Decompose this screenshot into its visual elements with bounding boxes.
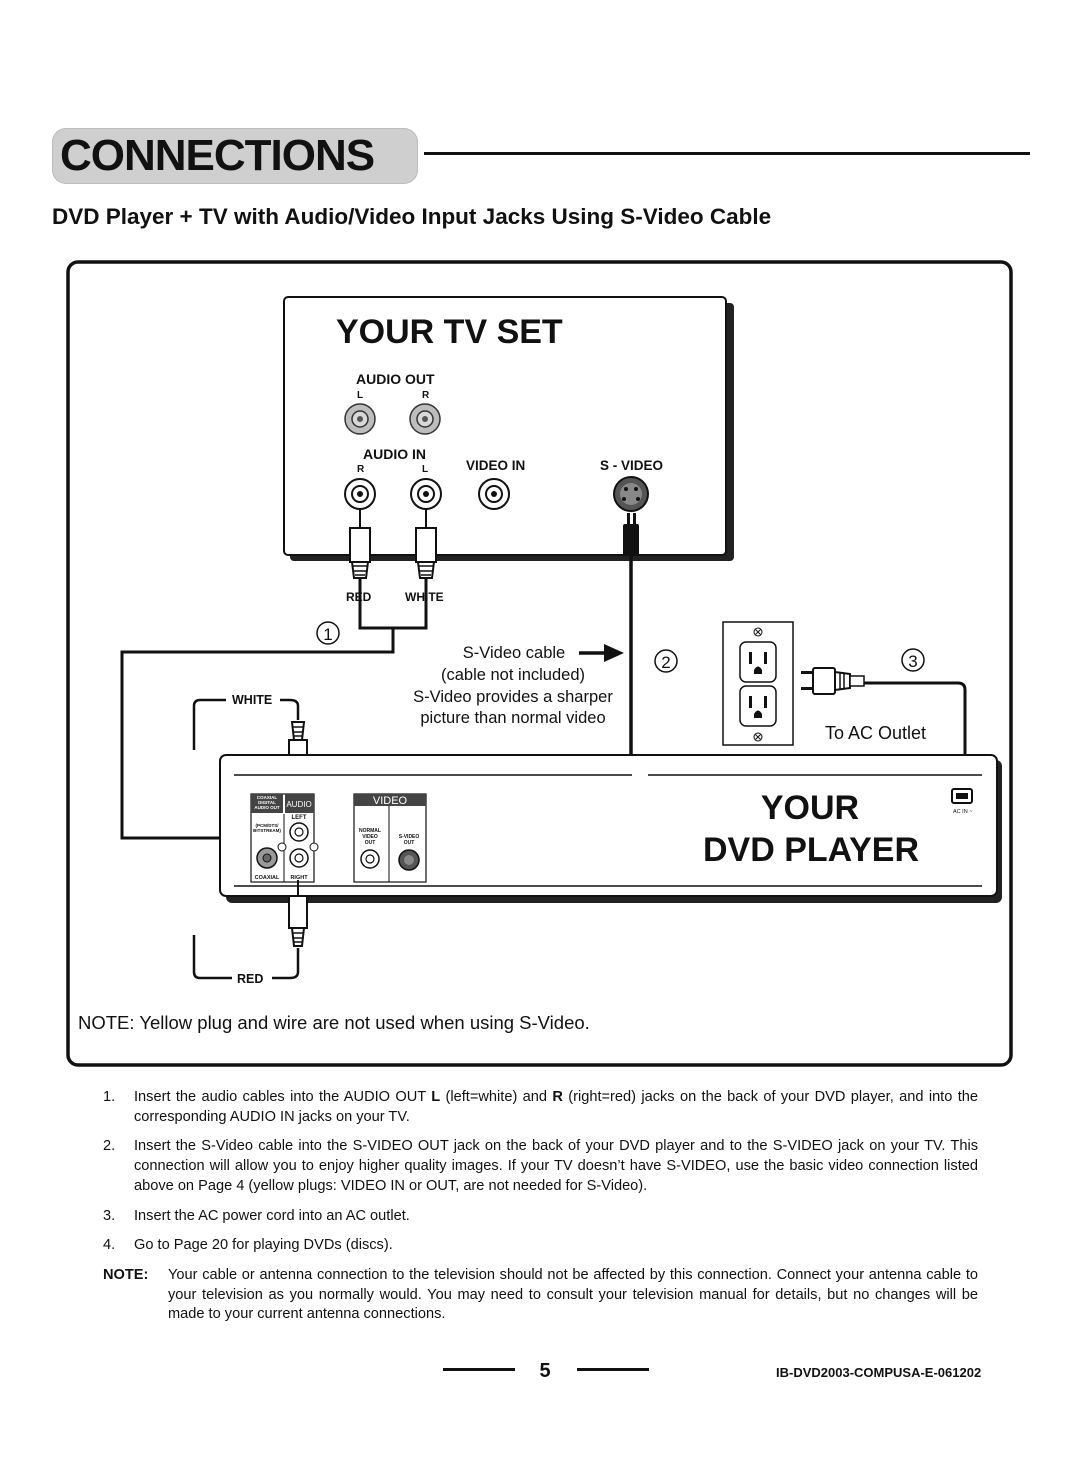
audio-in-l-label: L	[422, 464, 428, 475]
audio-out-r-label: R	[422, 390, 430, 401]
tv-audio-in-l-jack	[410, 478, 442, 510]
svg-text:S-Video cable: S-Video cable	[463, 644, 565, 662]
page-number: 5	[539, 1360, 551, 1382]
diagram-note: NOTE: Yellow plug and wire are not used …	[78, 1012, 590, 1033]
svg-text:2: 2	[661, 653, 670, 672]
dvd-video-panel: VIDEO NORMAL VIDEO OUT S-VIDEO OUT	[353, 793, 427, 883]
audio-in-label: AUDIO IN	[363, 446, 426, 462]
svg-text:RIGHT: RIGHT	[290, 875, 308, 881]
tv-s-video-jack	[613, 476, 649, 512]
list-item: 3. Insert the AC power cord into an AC o…	[103, 1207, 410, 1224]
svg-text:AUDIO: AUDIO	[286, 800, 311, 809]
svg-text:1: 1	[323, 625, 332, 644]
audio-cable	[120, 578, 428, 840]
white-cable-label: WHITE	[232, 693, 272, 707]
svg-text:LEFT: LEFT	[292, 815, 307, 821]
list-item: 4. Go to Page 20 for playing DVDs (discs…	[103, 1237, 393, 1254]
s-video-plug-tv	[623, 513, 639, 556]
svg-text:AUDIO OUT: AUDIO OUT	[254, 805, 280, 810]
list-item: 1. Insert the audio cables into the AUDI…	[103, 1089, 978, 1125]
tv-audio-out-r-jack	[409, 403, 441, 435]
power-plug-icon	[801, 667, 865, 695]
svg-text:S-Video provides a sharper: S-Video provides a sharper	[413, 688, 613, 706]
svg-text:3: 3	[908, 652, 917, 671]
section-title-rule	[424, 152, 1030, 155]
audio-out-label: AUDIO OUT	[356, 371, 435, 387]
footer-rule-left	[443, 1368, 515, 1371]
svg-text:picture than normal video: picture than normal video	[420, 709, 605, 727]
svg-text:OUT: OUT	[365, 840, 376, 846]
svg-text:(cable not included): (cable not included)	[441, 666, 585, 684]
step-1-marker: 1	[316, 621, 340, 645]
dvd-player-panel: YOUR DVD PLAYER COAXIAL DIGITAL AUDIO OU…	[219, 754, 1002, 903]
red-cable-label: RED	[237, 972, 263, 986]
footer-rule-right	[577, 1368, 649, 1371]
s-video-label: S - VIDEO	[600, 458, 663, 473]
diagram-subtitle: DVD Player + TV with Audio/Video Input J…	[52, 204, 772, 229]
svg-text:OUT: OUT	[404, 840, 415, 846]
dvd-player-title-line1: YOUR	[761, 789, 859, 827]
svg-text:AC IN ~: AC IN ~	[953, 809, 972, 815]
section-title-background	[52, 128, 418, 184]
svg-text:COAXIAL: COAXIAL	[257, 795, 278, 800]
s-video-note: S-Video cable (cable not included) S-Vid…	[413, 644, 613, 727]
svg-text:DIGITAL: DIGITAL	[258, 800, 276, 805]
dvd-player-title-line2: DVD PLAYER	[703, 831, 919, 869]
white-plug-label: WHITE	[405, 590, 444, 604]
svg-text:BITSTREAM): BITSTREAM)	[253, 828, 281, 833]
tv-set-panel: YOUR TV SET AUDIO OUT L R AUDIO IN R L V…	[283, 296, 734, 561]
audio-out-l-label: L	[357, 390, 363, 401]
arrow-icon	[579, 644, 624, 662]
white-bracket	[192, 698, 300, 750]
tv-set-title: YOUR TV SET	[336, 313, 563, 351]
dvd-audio-panel: COAXIAL DIGITAL AUDIO OUT AUDIO (PCM/DTS…	[250, 793, 319, 883]
instruction-list: 1. Insert the audio cables into the AUDI…	[103, 1088, 978, 1325]
white-plug-tv	[415, 509, 437, 579]
diagram-frame	[66, 260, 1013, 1067]
red-plug-tv	[349, 509, 371, 579]
svg-text:COAXIAL: COAXIAL	[255, 875, 280, 881]
video-in-label: VIDEO IN	[466, 458, 525, 473]
power-cord	[864, 681, 967, 787]
step-2-marker: 2	[654, 649, 678, 673]
antenna-note: NOTE: Your cable or antenna connection t…	[103, 1266, 978, 1323]
svg-text:NORMAL: NORMAL	[359, 828, 381, 834]
list-item: 2. Insert the S-Video cable into the S-V…	[103, 1138, 978, 1194]
ac-in-socket: AC IN ~	[951, 788, 973, 815]
step-3-marker: 3	[901, 648, 925, 672]
red-bracket	[192, 935, 300, 980]
tv-video-in-jack	[478, 478, 510, 510]
section-title: CONNECTIONS	[60, 131, 375, 180]
svg-text:S-VIDEO: S-VIDEO	[399, 834, 420, 840]
ac-outlet-label: To AC Outlet	[825, 723, 926, 743]
tv-audio-out-l-jack	[344, 403, 376, 435]
red-plug-dvd	[288, 880, 308, 947]
svg-text:(PCM/DTS/: (PCM/DTS/	[256, 823, 280, 828]
svg-text:VIDEO: VIDEO	[373, 795, 408, 807]
svg-text:VIDEO: VIDEO	[362, 834, 378, 840]
tv-audio-in-r-jack	[344, 478, 376, 510]
ac-outlet	[722, 621, 794, 746]
document-id: IB-DVD2003-COMPUSA-E-061202	[776, 1365, 982, 1380]
audio-in-r-label: R	[357, 464, 365, 475]
